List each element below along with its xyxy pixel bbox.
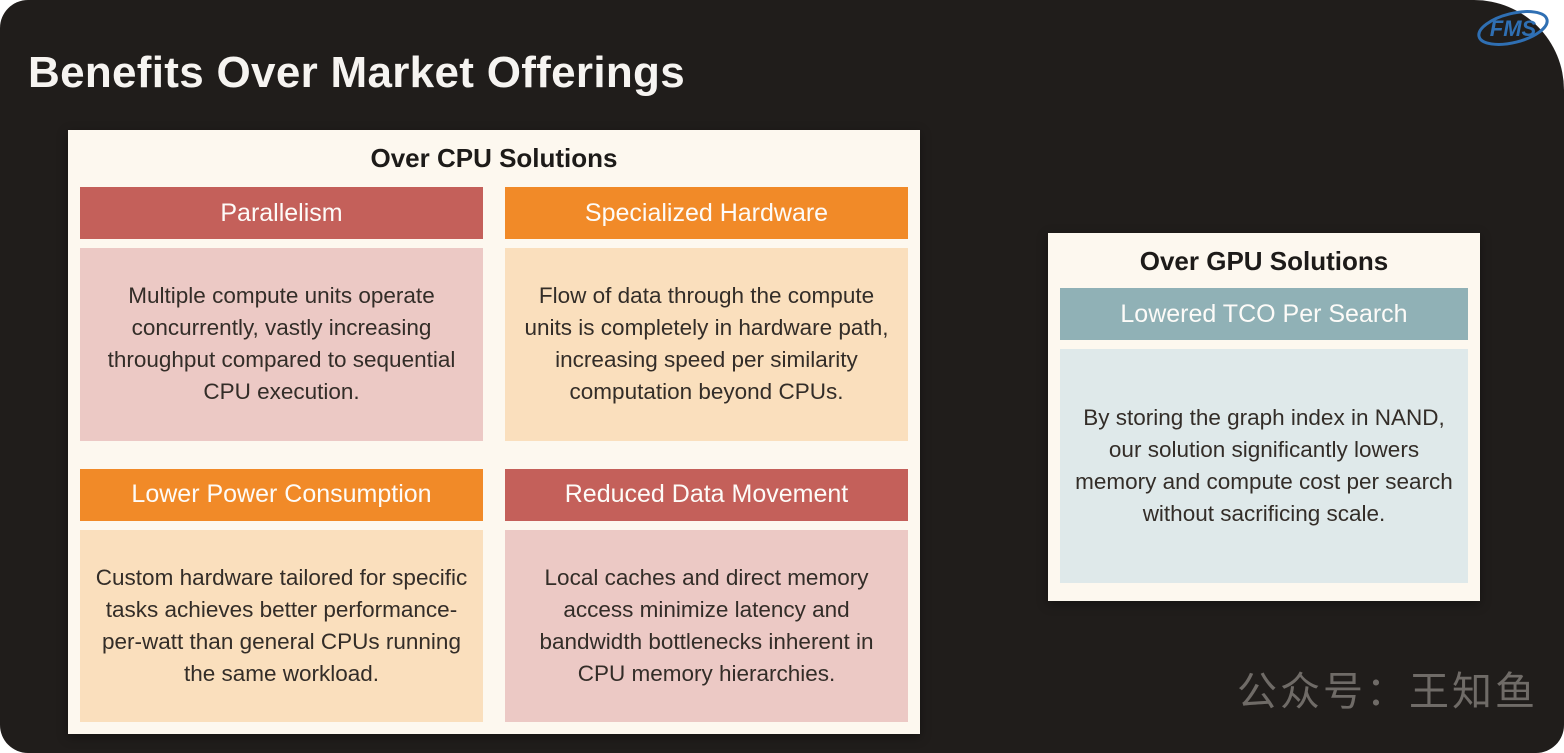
benefit-header: Parallelism	[80, 187, 483, 239]
benefit-reduced-data-movement: Reduced Data Movement Local caches and d…	[505, 468, 908, 722]
benefit-body: Multiple compute units operate concurren…	[80, 248, 483, 441]
fms-logo-text: FMS	[1490, 16, 1537, 41]
benefit-body: Flow of data through the compute units i…	[505, 248, 908, 441]
watermark: 公众号：王知鱼	[1237, 670, 1538, 714]
cpu-benefits-right-column: Specialized Hardware Flow of data throug…	[505, 187, 908, 722]
benefit-lowered-tco-per-search: Lowered TCO Per Search By storing the gr…	[1060, 288, 1468, 583]
fms-logo-icon: FMS	[1477, 10, 1549, 46]
cpu-card-title: Over CPU Solutions	[370, 143, 618, 173]
cpu-solutions-card: Over CPU Solutions Parallelism Multiple …	[68, 130, 920, 734]
benefit-specialized-hardware: Specialized Hardware Flow of data throug…	[505, 187, 908, 441]
benefit-header: Lower Power Consumption	[80, 468, 483, 521]
benefit-lower-power-consumption: Lower Power Consumption Custom hardware …	[80, 468, 483, 722]
benefit-header: Lowered TCO Per Search	[1060, 288, 1468, 340]
benefit-body: Local caches and direct memory access mi…	[505, 529, 908, 722]
cpu-benefits-grid: Parallelism Multiple compute units opera…	[68, 185, 920, 734]
benefit-parallelism: Parallelism Multiple compute units opera…	[80, 187, 483, 441]
page-title: Benefits Over Market Offerings	[28, 48, 685, 97]
cpu-benefits-left-column: Parallelism Multiple compute units opera…	[80, 187, 483, 722]
gpu-card-title: Over GPU Solutions	[1139, 246, 1389, 276]
benefit-body: Custom hardware tailored for specific ta…	[80, 529, 483, 722]
gpu-solutions-card: Over GPU Solutions Lowered TCO Per Searc…	[1048, 233, 1480, 601]
benefit-header: Reduced Data Movement	[505, 468, 908, 521]
benefit-body: By storing the graph index in NAND, our …	[1060, 349, 1468, 583]
benefit-header: Specialized Hardware	[505, 187, 908, 239]
